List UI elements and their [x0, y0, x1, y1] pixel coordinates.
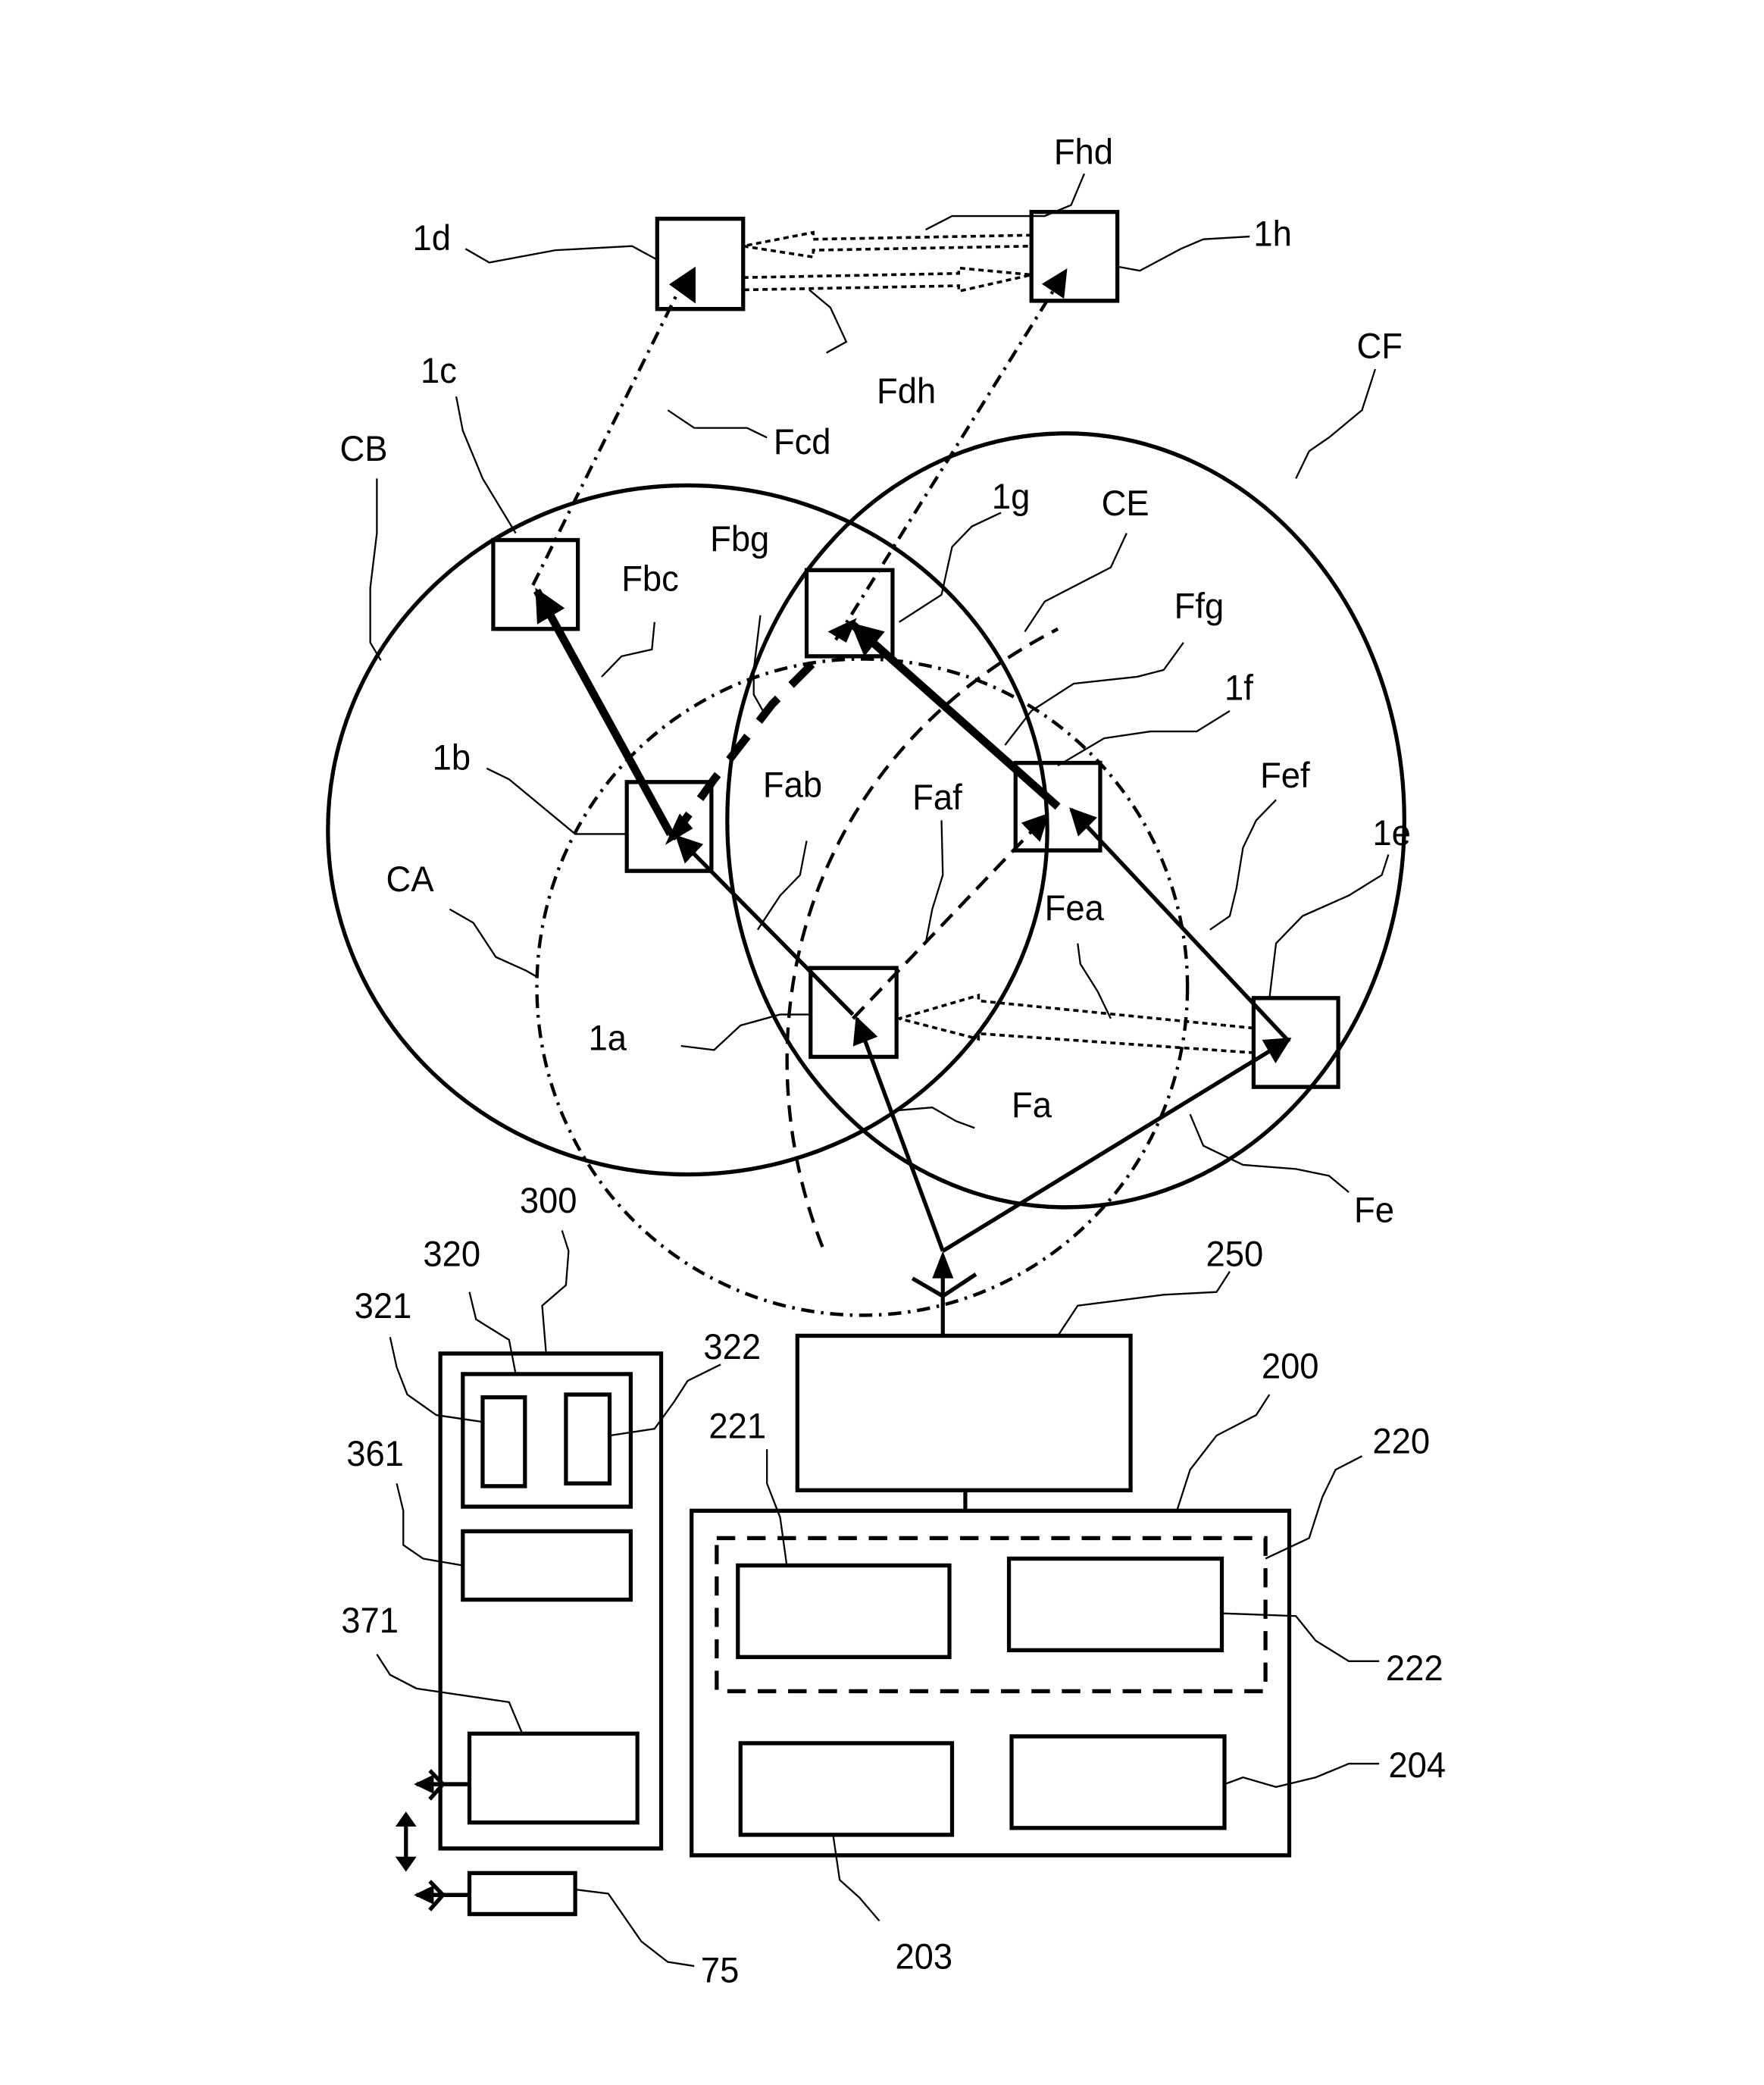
node-1g[interactable] — [804, 568, 895, 659]
label-1b: 1b — [433, 737, 471, 778]
label-1d: 1d — [412, 218, 450, 258]
label-ce: CE — [1102, 483, 1149, 523]
block-204[interactable] — [1009, 1734, 1227, 1830]
node-1a[interactable] — [808, 966, 899, 1060]
label-321: 321 — [355, 1285, 412, 1326]
arrowhead-fbg-1b — [665, 813, 693, 845]
link-fhd — [743, 230, 1032, 259]
label-200: 200 — [1262, 1346, 1319, 1386]
label-1h: 1h — [1253, 214, 1291, 254]
label-361: 361 — [346, 1433, 404, 1473]
label-221: 221 — [708, 1406, 766, 1446]
label-220: 220 — [1372, 1421, 1430, 1461]
label-371: 371 — [341, 1600, 399, 1640]
link-fbc — [533, 587, 674, 837]
block-250[interactable] — [795, 1333, 1133, 1492]
leader-lines — [369, 173, 1390, 1968]
node-1c[interactable] — [491, 537, 580, 631]
antenna-icon — [911, 1251, 977, 1336]
label-203: 203 — [895, 1936, 952, 1977]
label-fcd: Fcd — [774, 421, 831, 462]
label-fe: Fe — [1354, 1190, 1394, 1230]
label-1c: 1c — [421, 350, 457, 390]
link-fdh — [743, 266, 1032, 293]
block-75[interactable] — [467, 1871, 577, 1917]
label-1f: 1f — [1224, 668, 1253, 708]
link-fea — [893, 993, 1254, 1054]
node-1h[interactable] — [1029, 209, 1120, 303]
node-1b[interactable] — [624, 780, 714, 873]
link-fab — [675, 834, 855, 1016]
label-250: 250 — [1206, 1234, 1264, 1274]
label-300: 300 — [520, 1180, 577, 1220]
node-1f[interactable] — [1013, 760, 1102, 853]
label-204: 204 — [1388, 1745, 1446, 1785]
coverage-zone-ca — [535, 657, 1190, 1317]
label-fhd: Fhd — [1054, 132, 1113, 172]
label-ca: CA — [386, 859, 434, 899]
block-371[interactable] — [467, 1731, 640, 1825]
block-321[interactable] — [480, 1395, 527, 1489]
label-320: 320 — [423, 1234, 480, 1274]
arrowhead-fbg-1g — [827, 618, 857, 643]
double-arrow-icon — [395, 1811, 417, 1872]
block-203[interactable] — [738, 1741, 955, 1837]
block-322[interactable] — [564, 1392, 612, 1485]
label-fa: Fa — [1012, 1085, 1052, 1125]
block-222[interactable] — [1006, 1556, 1224, 1653]
label-cf: CF — [1357, 326, 1403, 366]
coverage-zone-cf — [725, 431, 1406, 1210]
node-1d[interactable] — [655, 216, 746, 311]
coverage-zone-ce — [785, 627, 1059, 1248]
antenna-75-icon — [414, 1880, 470, 1911]
block-361[interactable] — [461, 1529, 633, 1602]
link-fcd — [531, 293, 679, 587]
link-fbg — [668, 650, 826, 841]
link-fe — [941, 1037, 1292, 1253]
label-faf: Faf — [912, 777, 962, 817]
label-322: 322 — [703, 1326, 761, 1367]
node-1e[interactable] — [1251, 996, 1340, 1089]
label-fab: Fab — [763, 765, 822, 805]
label-222: 222 — [1386, 1648, 1443, 1688]
antenna-371-icon — [414, 1769, 470, 1801]
label-75: 75 — [701, 1950, 739, 1990]
label-1a: 1a — [589, 1018, 627, 1058]
label-fea: Fea — [1045, 888, 1104, 928]
label-fdh: Fdh — [877, 371, 936, 411]
arrowhead-1d — [669, 266, 696, 304]
label-ffg: Ffg — [1174, 586, 1224, 626]
label-fef: Fef — [1260, 755, 1310, 795]
link-fgh — [834, 268, 1068, 641]
label-1e: 1e — [1372, 812, 1410, 853]
block-221[interactable] — [736, 1563, 952, 1660]
label-fbc: Fbc — [621, 559, 679, 599]
label-1g: 1g — [992, 476, 1030, 516]
label-fbg: Fbg — [710, 518, 769, 559]
label-cb: CB — [339, 428, 387, 468]
